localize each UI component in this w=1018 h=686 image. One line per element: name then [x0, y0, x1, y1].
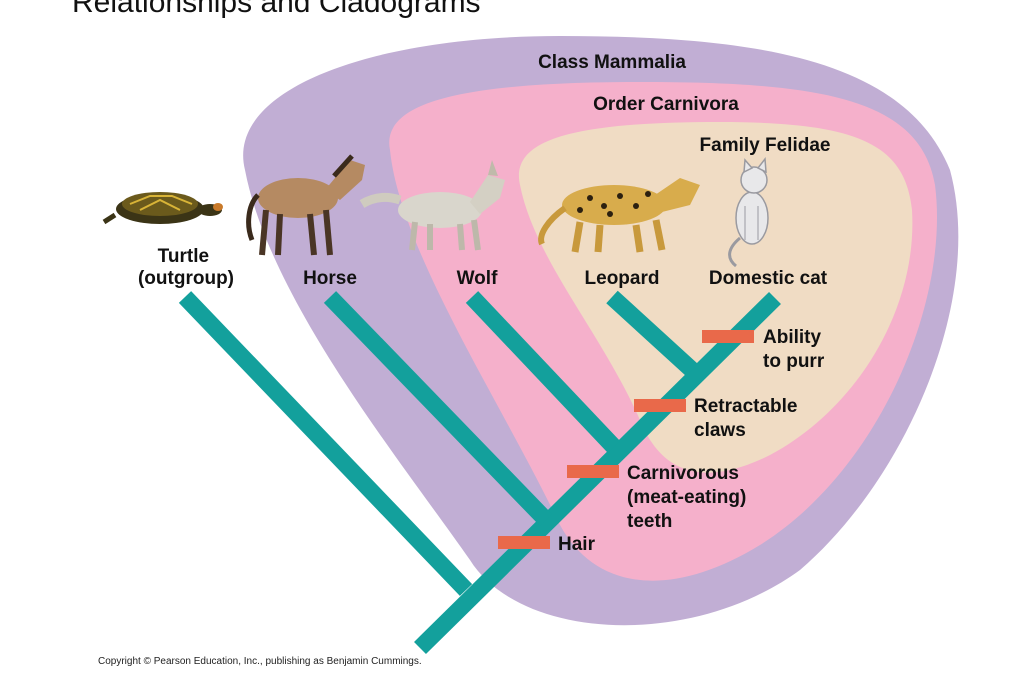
family-felidae-label: Family Felidae — [700, 135, 831, 156]
class-mammalia-label: Class Mammalia — [538, 52, 686, 73]
trait-label-ability-to-purr: Ability to purr — [763, 327, 826, 372]
trait-label-retractable-claws: Retractable claws — [694, 396, 803, 441]
ability-to-purr-trait-bar — [702, 330, 754, 343]
copyright-notice: Copyright © Pearson Education, Inc., pub… — [98, 656, 422, 667]
taxon-label-domestic-cat: Domestic cat — [709, 268, 828, 289]
horse-branch — [323, 291, 553, 526]
leopard-illustration — [538, 178, 700, 253]
trait-label-hair: Hair — [558, 534, 596, 555]
taxon-label-wolf: Wolf — [457, 268, 498, 289]
domestic-cat-illustration — [728, 157, 769, 268]
wolf-illustration — [359, 160, 505, 251]
wolf-branch — [465, 291, 621, 453]
trait-label-carnivorous-teeth: Carnivorous (meat-eating) teeth — [627, 463, 752, 532]
turtle-branch — [178, 291, 473, 596]
order-carnivora-label: Order Carnivora — [593, 94, 739, 115]
turtle-illustration — [102, 192, 223, 225]
page-title: Relationships and Cladograms — [72, 0, 481, 19]
carnivorous-teeth-trait-bar — [567, 465, 619, 478]
leopard-branch — [606, 290, 698, 377]
hair-trait-bar — [498, 536, 550, 549]
retractable-claws-trait-bar — [634, 399, 686, 412]
taxon-label-leopard: Leopard — [585, 268, 660, 289]
horse-illustration — [246, 154, 365, 256]
trait-bars — [498, 330, 754, 549]
taxon-label-turtle: Turtle (outgroup) — [138, 246, 234, 289]
taxon-label-horse: Horse — [303, 268, 357, 289]
cladogram-branches — [178, 290, 781, 655]
